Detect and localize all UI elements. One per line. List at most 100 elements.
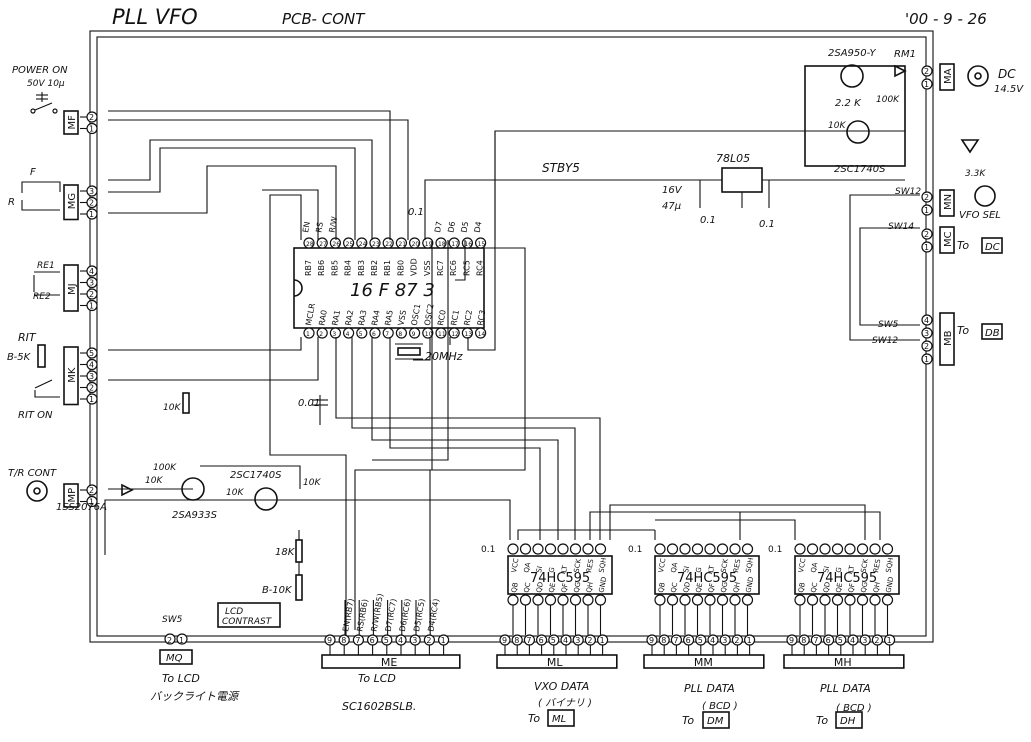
mn-pin-number: 2 xyxy=(924,193,929,202)
mcu-pin-name: RA1 xyxy=(331,309,343,326)
mj-pin-number: 3 xyxy=(89,279,94,288)
mc-label: MC xyxy=(943,231,954,247)
mcu-pin-signal: D7 xyxy=(433,221,444,234)
mcu-pin xyxy=(475,327,487,339)
mh-to: To xyxy=(816,714,828,727)
shift-register-pin-name: G xyxy=(835,567,844,574)
diode-label: 1SS2076A xyxy=(56,502,107,513)
mm-pin-number: 8 xyxy=(661,636,666,645)
mcu-pin-name: VSS xyxy=(423,260,432,276)
mm-pin-number: 5 xyxy=(698,636,703,645)
mh-pin-number: 3 xyxy=(862,636,867,645)
mm-pin-number: 7 xyxy=(673,636,678,645)
mj-pin-number: 1 xyxy=(89,302,94,311)
shift-register-pin-name: GND xyxy=(885,576,896,593)
mm-caption: PLL DATA xyxy=(684,682,735,695)
mcu-pin-name: RA2 xyxy=(344,309,356,326)
mh-pin-number: 1 xyxy=(887,636,892,645)
shift-register-pin-name: VCC xyxy=(510,558,520,574)
mcu-pin-signal: EN xyxy=(301,221,312,233)
shift-register-pin-name: QD xyxy=(682,581,692,593)
mm-pin-number: 3 xyxy=(722,636,727,645)
mcu-pin-number: 4 xyxy=(346,331,350,338)
shift-register-pin-name: RES xyxy=(872,558,882,573)
resistor-100k-label: 100K xyxy=(876,95,900,105)
mcu-pin-name: RC6 xyxy=(449,260,458,276)
shift-register-pin-name: QG xyxy=(573,581,583,593)
shift-register-pin-name: LT xyxy=(707,564,716,573)
mcu-pin xyxy=(395,237,407,249)
mp-pin-number: 1 xyxy=(89,498,94,507)
mcu-pin-number: 14 xyxy=(478,331,486,338)
tr-cont-jack xyxy=(26,480,48,502)
dc-voltage-label: 14.5V xyxy=(994,84,1024,95)
shift-register-pin-name: SI xyxy=(822,566,831,574)
shift-register-pin-name: QD xyxy=(822,581,832,593)
mb-pin-number: 2 xyxy=(924,342,929,351)
mcu-pin xyxy=(382,237,394,249)
me-signal-label: EN(RB7) xyxy=(341,598,356,632)
shift-register-cap: 0.1 xyxy=(481,545,495,555)
mb-pin-number: 3 xyxy=(924,329,929,338)
mcu-pin xyxy=(303,327,315,339)
mcu-pin-number: 5 xyxy=(359,331,363,338)
me-pin-number: 3 xyxy=(412,636,417,645)
mcu-pin-number: 22 xyxy=(385,241,393,248)
mk-pin-number: 5 xyxy=(89,349,94,358)
mcu-pin-number: 8 xyxy=(398,331,402,338)
dc-jack: DC 14.5V xyxy=(967,65,1024,95)
shift-register-pin-name: SI xyxy=(535,566,544,574)
sw12-label: SW12 xyxy=(895,187,921,197)
shift-register-pin-name: QH xyxy=(732,581,742,593)
mh-pin-number: 5 xyxy=(838,636,843,645)
resistor-100k-tr: 100K xyxy=(153,463,177,473)
mcu-pin-name: RB5 xyxy=(330,260,339,276)
drawing-date: '00 - 9 - 26 xyxy=(905,10,987,28)
board-name: PCB- CONT xyxy=(282,10,366,28)
power-cap-label: 50V 10μ xyxy=(27,79,65,89)
mm-label: MM xyxy=(694,656,713,669)
mcu-pin xyxy=(369,327,381,339)
mcu-pin xyxy=(435,327,447,339)
shift-register-pin-name: QF xyxy=(560,583,570,594)
me-signal-label: R/W(RB5) xyxy=(370,593,386,633)
mcu-pin-name: RC5 xyxy=(462,260,471,276)
me-pin-number: 7 xyxy=(355,636,360,645)
mcu-pin-signal: RS xyxy=(314,221,325,233)
connector-mq: 2 1 MQ SW5 xyxy=(159,615,193,665)
mcu-pin-name: VSS xyxy=(397,309,409,326)
ml-pin-number: 5 xyxy=(551,636,556,645)
npn-transistor-label: 2SC1740S xyxy=(834,164,886,175)
resistor-2k2-label: 2.2 K xyxy=(835,98,862,109)
mcu-pin-number: 9 xyxy=(412,331,416,338)
mcu-pin-number: 20 xyxy=(412,241,420,248)
shift-register-pin-name: GND xyxy=(598,576,609,593)
shift-register-pin-name: QA xyxy=(523,562,533,574)
ml-pin-number: 9 xyxy=(502,636,507,645)
mcu-16f873: 16 F 87 3 28RB7EN27RB6RS26RB5R/W25RB424R… xyxy=(293,216,487,339)
dc-label: DC xyxy=(998,67,1016,81)
mcu-pin-name: VDD xyxy=(410,258,419,276)
f-switch-label: F xyxy=(30,167,36,178)
mcu-pin-number: 17 xyxy=(451,241,459,248)
mcu-pin-signal: R/W xyxy=(328,216,340,234)
shift-register-cap: 0.1 xyxy=(768,545,782,555)
shift-register-pin-name: G xyxy=(548,567,557,574)
me-caption: To LCD xyxy=(358,672,396,685)
me-signal-label: D7(RC7) xyxy=(384,598,399,632)
led-resistor-label: 3.3K xyxy=(965,169,986,179)
mp-pin-number: 2 xyxy=(89,486,94,495)
shift-register-pin-name: SCK xyxy=(860,558,870,574)
mm-to: To xyxy=(682,714,694,727)
mcu-pin-name: RB0 xyxy=(396,260,405,276)
shift-register-pin-name: QA xyxy=(670,562,680,574)
me-label: ME xyxy=(381,656,397,669)
